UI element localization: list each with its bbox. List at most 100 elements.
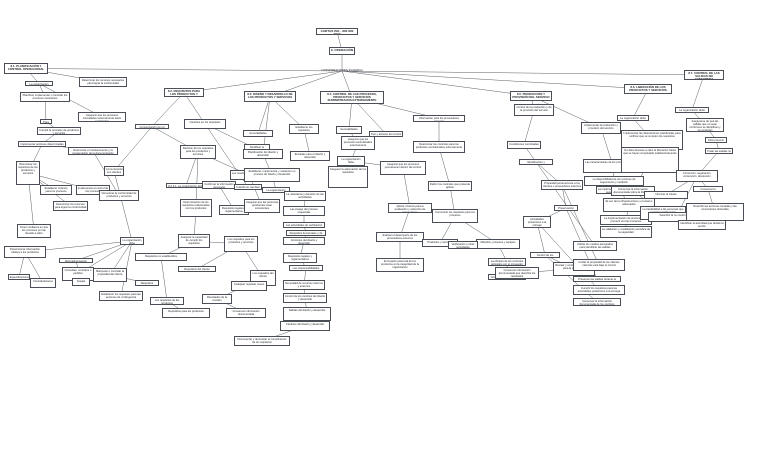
concept-node-e6: Determinar los controles para los produc… bbox=[413, 141, 465, 153]
concept-node-b17: Establecer los requisitos para las accio… bbox=[99, 291, 143, 301]
concept-node-a5: Para bbox=[40, 119, 52, 124]
concept-node-d7: La naturaleza y duración de las activida… bbox=[284, 191, 326, 201]
concept-node-e14: Métodos, procesos y equipos bbox=[476, 239, 520, 249]
concept-node-g1: La organización debe bbox=[617, 115, 649, 121]
concept-node-b16: Manipular o controlar la propiedad del c… bbox=[93, 268, 127, 282]
concept-node-c_root: CONSIDERACIONES/ PLANIFICA bbox=[321, 68, 363, 72]
concept-node-a7: Implementar acciones determinadas bbox=[18, 141, 66, 147]
concept-node-e2: Tipo y alcance del control bbox=[369, 131, 403, 137]
concept-node-b5: Determinación de los requisitos relacion… bbox=[180, 199, 212, 217]
concept-node-b6: 8.2.3.1. La organización debe bbox=[166, 183, 206, 188]
concept-node-k5: Corrección, separación, contención, devo… bbox=[676, 170, 718, 182]
concept-node-f10: Conservar información documentada que de… bbox=[495, 267, 539, 279]
concept-node-b13: Proporcionar información relativa a los … bbox=[4, 246, 46, 258]
concept-node-h4: 8.4. CONTROL DE LOS PROCESOS, PRODUCTOS … bbox=[320, 91, 384, 104]
connector-h2-b2 bbox=[151, 92, 185, 127]
concept-node-e3: Generalidades bbox=[336, 126, 362, 134]
concept-node-h7: 8.7. CONTROL DE LAS SALIDAS NO CONFORMES bbox=[684, 70, 724, 80]
concept-node-b22: Requisitos no establecidos bbox=[135, 253, 187, 261]
concept-node-f18: Cuidar la propiedad de los clientes mien… bbox=[573, 259, 625, 271]
concept-node-f7: Actividades posteriores a la entrega bbox=[523, 216, 551, 228]
connector-a2-a4 bbox=[38, 83, 103, 118]
concept-node-a13: Tener confianza en que los procesos se h… bbox=[17, 224, 51, 238]
concept-node-h5: 8.5. PRODUCCIÓN Y PROVISIÓN DEL SERVICIO bbox=[510, 91, 552, 101]
concept-node-d16: Salidas del diseño y desarrollo bbox=[283, 307, 331, 321]
concept-node-f12: La disponibilidad de los recursos de seg… bbox=[584, 176, 644, 186]
concept-node-b20: Consideraciones bbox=[30, 278, 56, 288]
concept-node-d9: Las actividades de verificación y valida… bbox=[283, 222, 325, 228]
concept-node-b28: Conservar información documentada bbox=[226, 308, 266, 318]
concept-node-f4: Identificación y trazabilidad bbox=[519, 159, 553, 165]
concept-node-f8: Control de los cambios bbox=[530, 252, 560, 258]
connector-f5-f18 bbox=[561, 184, 600, 266]
concept-node-e10: Aplicar criterios para la evaluación y s… bbox=[388, 203, 432, 213]
concept-node-e9: Asegurar la adecuación de los requisitos bbox=[328, 166, 368, 188]
concept-node-k3: Para prevenir bbox=[705, 137, 727, 143]
concept-node-d15: Control de los cambios del diseño y desa… bbox=[283, 293, 327, 303]
concept-node-f3: Condiciones controladas bbox=[507, 141, 541, 149]
concept-node-b24: Requisitos para los productos bbox=[162, 308, 210, 318]
concept-node-d11: Controles del diseño y desarrollo bbox=[283, 237, 325, 245]
concept-node-b7: Confirmar la información necesaria bbox=[202, 181, 236, 189]
concept-node-d18: Documentar y demostrar el cumplimiento d… bbox=[234, 336, 290, 346]
concept-node-f2: Implementar la producción y provisión de… bbox=[581, 122, 621, 134]
connector-h2-b1 bbox=[183, 92, 206, 125]
concept-node-b2: Comunicación con el cliente bbox=[135, 124, 169, 129]
concept-node-d1: Establecer los requisitos bbox=[289, 124, 319, 134]
concept-node-d6: La organización debe considerar bbox=[262, 187, 290, 193]
concept-node-e5: La organización debe bbox=[337, 156, 365, 166]
connector-e6-e8 bbox=[438, 146, 451, 187]
concept-node-b18: Requisitos legales bbox=[135, 280, 159, 286]
concept-node-f17: Utilizar los medios apropiados para iden… bbox=[573, 241, 617, 251]
concept-node-d3: Planificación del diseño y desarrollo bbox=[243, 149, 283, 159]
concept-node-a4: Asegurar que los procesos contratados ex… bbox=[78, 112, 126, 122]
concept-node-f19: Preservar las salidas durante la producc… bbox=[573, 276, 621, 282]
concept-node-k2: Asegurarse de que las salidas que no sea… bbox=[686, 118, 724, 132]
concept-node-h2: 8.2. REQUISITOS PARA LOS PRODUCTOS Y SER… bbox=[164, 88, 204, 97]
concept-node-a9: Determinar el mantenimiento y la conserv… bbox=[68, 147, 118, 155]
concept-node-f6: Preservación bbox=[554, 205, 578, 211]
connector-h7-k1 bbox=[691, 74, 705, 111]
concept-node-b31: Cuando se cambien los requisitos bbox=[234, 184, 262, 190]
concept-node-h6: 8.6. LIBERACIÓN DE LOS PRODUCTOS Y SERVI… bbox=[624, 84, 672, 94]
concept-node-f16: La validación y revalidación periódica d… bbox=[600, 226, 652, 238]
concept-node-d12: Requisitos legales y reglamentarios bbox=[283, 253, 317, 263]
concept-node-b3: Comunicación con clientes bbox=[104, 166, 124, 176]
concept-node-d13: Las responsabilidades bbox=[289, 265, 323, 271]
concept-node-f5: Propiedad perteneciente a los clientes o… bbox=[541, 180, 583, 190]
concept-node-b21: Especificaciones bbox=[8, 274, 30, 280]
concept-node-k9: Describir las acciones tomadas y las con… bbox=[686, 203, 744, 221]
concept-node-e4: Asegurar que los procesos suministrados … bbox=[341, 136, 375, 150]
concept-node-e1: Información para los proveedores externo… bbox=[413, 115, 465, 122]
concept-node-b14: Retroalimentación bbox=[59, 258, 93, 263]
concept-node-b23: Los requisitos de los productos bbox=[150, 297, 184, 305]
connector-b4-b5 bbox=[195, 151, 199, 209]
concept-node-h3: 8.3. DISEÑO Y DESARROLLO DE LOS PRODUCTO… bbox=[244, 91, 296, 102]
concept-node-k1: La organización debe bbox=[675, 107, 709, 113]
concept-node-b4: Revisión de los requisitos para los prod… bbox=[180, 145, 216, 159]
concept-node-a8: Determinar los requisitos de los product… bbox=[16, 161, 40, 185]
concept-node-e16: La eficacia de los controles aplicados p… bbox=[488, 258, 526, 266]
concept-node-b1: Cambios en los requisitos bbox=[184, 119, 226, 129]
connector-b3-b12 bbox=[113, 170, 133, 242]
concept-node-b25: Requisitos del cliente bbox=[178, 266, 216, 272]
connector-b2-b3 bbox=[113, 126, 153, 172]
concept-node-d2: Generalidades bbox=[243, 130, 273, 137]
concept-node-f20: Cumplir los requisitos para las activida… bbox=[573, 285, 625, 295]
concept-node-b30: Asegurar que las personas pertinentes se… bbox=[244, 199, 280, 213]
concept-node-a14: Demostrar la conformidad de productos y … bbox=[99, 190, 139, 201]
concept-node-d5: Establecer, implementar y mantener un pr… bbox=[244, 168, 300, 182]
concept-node-e7: Asegurar que los procesos permanecen den… bbox=[380, 161, 426, 175]
connector-f4-f17 bbox=[535, 161, 596, 247]
concept-node-a12: Determinar los recursos para lograr la c… bbox=[53, 201, 88, 211]
concept-node-d14: Necesidad de recursos internos y externo… bbox=[283, 280, 325, 290]
concept-node-a6: Cumplir la provisión de productos y serv… bbox=[37, 127, 81, 135]
concept-node-title: CARTAS ISO - 900 900 2022 bbox=[316, 28, 358, 35]
concept-node-b19: Quejas bbox=[72, 278, 90, 286]
concept-node-d4: Entradas para el diseño y desarrollo bbox=[290, 151, 330, 161]
concept-node-e11: Comunicar los requisitos para los proces… bbox=[432, 209, 478, 223]
concept-node-e12: Evaluar el desempeño de los proveedores … bbox=[376, 232, 424, 242]
concept-node-a1: Determinar los recursos necesarios para … bbox=[79, 77, 127, 87]
concept-node-k8: Conservar la información documentada bbox=[693, 186, 723, 192]
